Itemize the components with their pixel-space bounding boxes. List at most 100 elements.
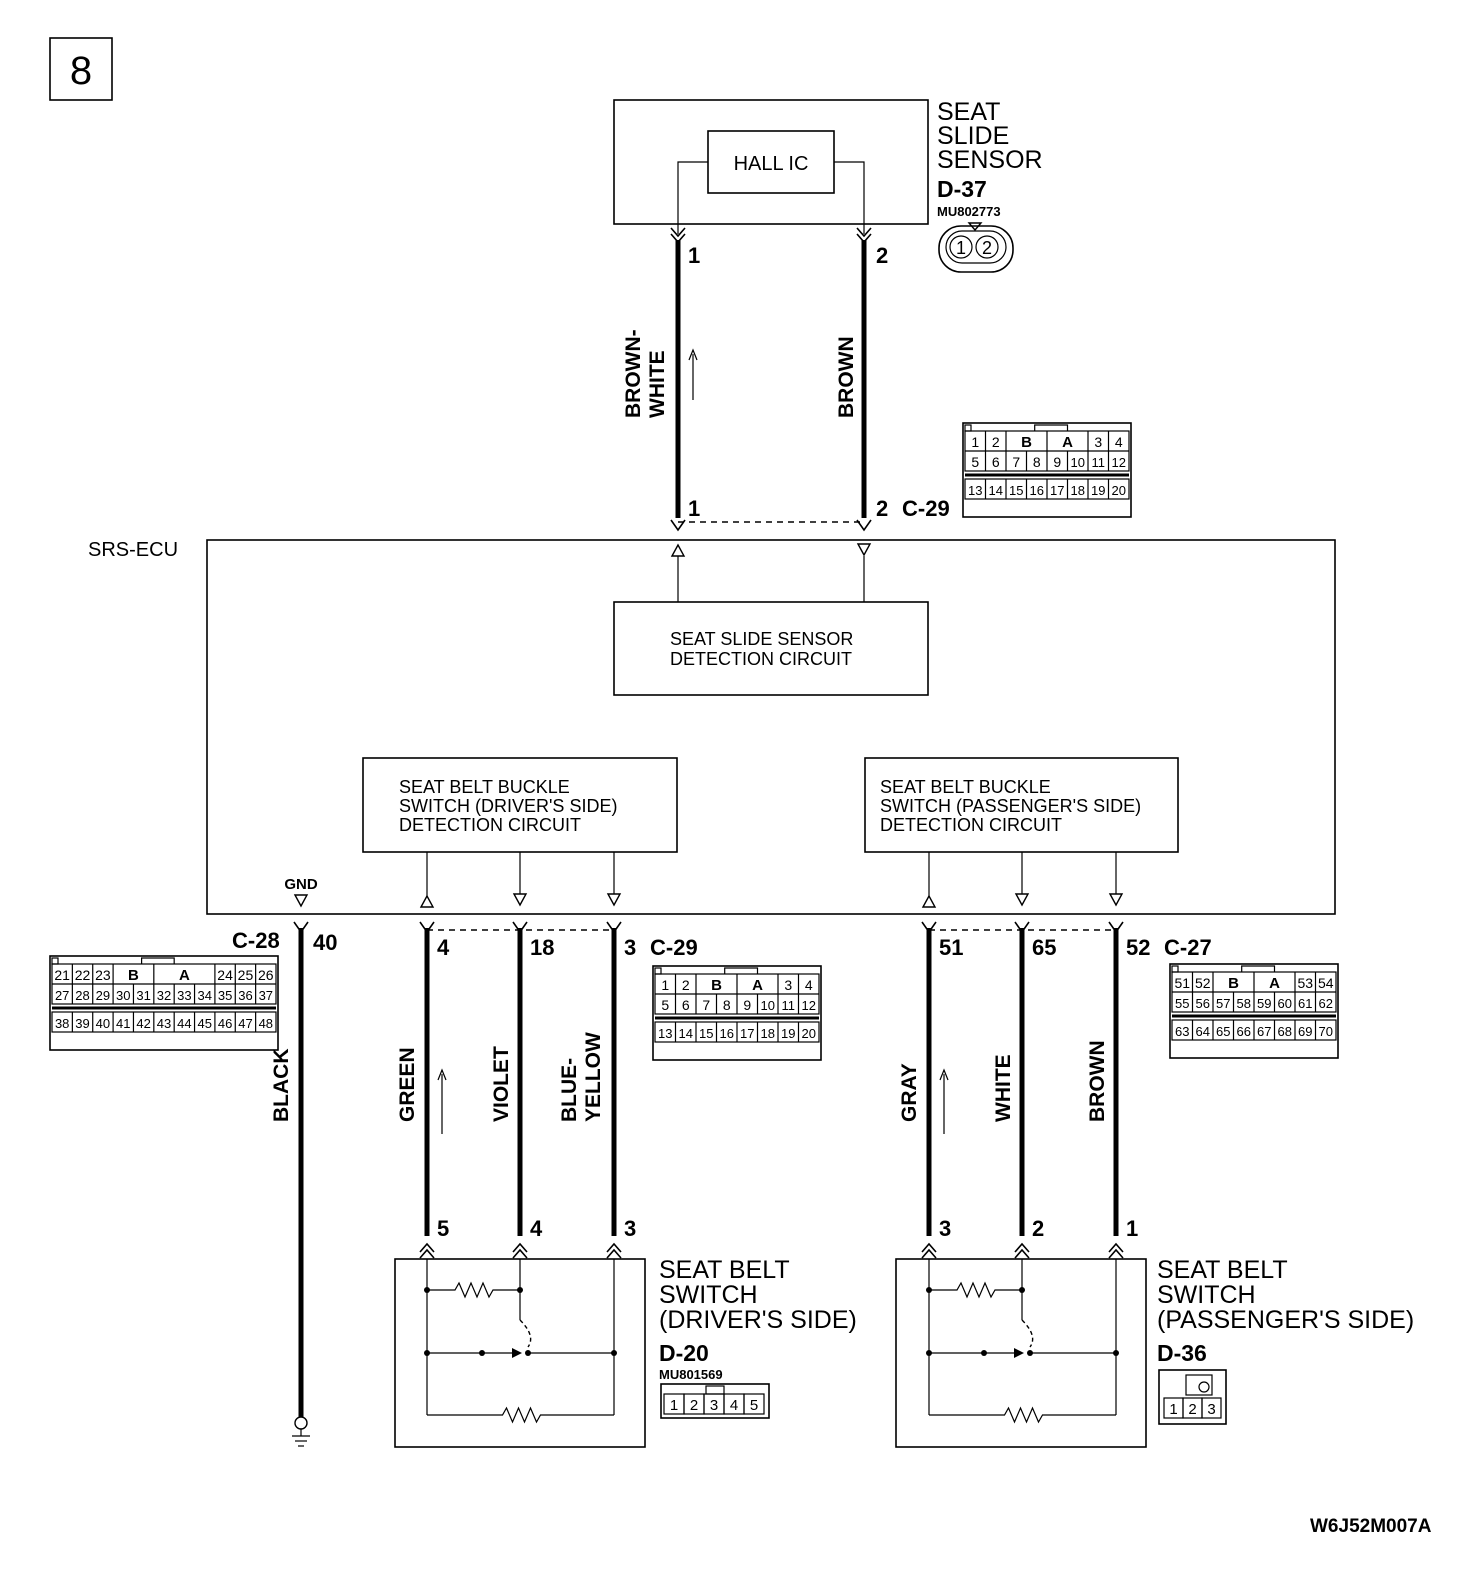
gnd-label: GND: [284, 876, 318, 893]
d37-connector-face: 1 2: [938, 222, 1014, 273]
svg-text:61: 61: [1298, 996, 1312, 1011]
svg-text:39: 39: [75, 1016, 89, 1031]
seat-slide-circuit-line-2: DETECTION CIRCUIT: [670, 649, 852, 669]
svg-text:GRAY: GRAY: [898, 1063, 921, 1122]
seat-slide-sensor-title-1: SEAT: [937, 98, 1000, 126]
svg-text:65: 65: [1032, 935, 1056, 960]
svg-text:3: 3: [710, 1397, 718, 1414]
svg-text:40: 40: [96, 1016, 110, 1031]
svg-text:15: 15: [699, 1026, 713, 1041]
svg-text:51: 51: [1174, 975, 1190, 991]
svg-text:57: 57: [1216, 996, 1230, 1011]
svg-text:2: 2: [982, 238, 992, 258]
passenger-connector-label: C-27: [1164, 935, 1212, 960]
svg-text:22: 22: [75, 967, 91, 983]
svg-text:41: 41: [116, 1016, 130, 1031]
passenger-switch-internals: [926, 1259, 1119, 1424]
svg-text:SWITCH: SWITCH: [1157, 1281, 1256, 1309]
d20-connector-label: D-20: [659, 1340, 709, 1366]
svg-text:46: 46: [218, 1016, 232, 1031]
svg-text:56: 56: [1196, 996, 1210, 1011]
svg-text:A: A: [1269, 975, 1280, 992]
seat-slide-circuit-line-1: SEAT SLIDE SENSOR: [670, 629, 853, 649]
svg-text:1: 1: [1126, 1216, 1138, 1241]
svg-text:69: 69: [1298, 1024, 1312, 1039]
driver-circuit-line-1: SEAT BELT BUCKLE: [399, 777, 570, 797]
svg-text:GREEN: GREEN: [396, 1047, 419, 1122]
svg-text:B: B: [1228, 975, 1239, 992]
svg-text:2: 2: [1032, 1216, 1044, 1241]
svg-text:13: 13: [658, 1026, 672, 1041]
svg-text:23: 23: [95, 967, 111, 983]
svg-text:BROWN: BROWN: [835, 336, 858, 418]
svg-text:51: 51: [939, 935, 963, 960]
driver-circuit-line-2: SWITCH (DRIVER'S SIDE): [399, 796, 617, 816]
passenger-circuit-line-2: SWITCH (PASSENGER'S SIDE): [880, 796, 1141, 816]
svg-text:WHITE: WHITE: [646, 350, 669, 418]
svg-text:4: 4: [730, 1397, 738, 1414]
svg-text:B: B: [711, 977, 722, 994]
svg-text:42: 42: [136, 1016, 150, 1031]
svg-text:10: 10: [761, 998, 775, 1013]
svg-text:64: 64: [1196, 1024, 1210, 1039]
svg-text:15: 15: [1009, 483, 1023, 498]
svg-text:44: 44: [177, 1016, 191, 1031]
svg-text:34: 34: [197, 988, 211, 1003]
svg-text:21: 21: [54, 967, 70, 983]
svg-text:4: 4: [530, 1216, 543, 1241]
svg-text:60: 60: [1278, 996, 1292, 1011]
svg-text:5: 5: [750, 1397, 758, 1414]
svg-text:6: 6: [682, 997, 690, 1013]
svg-text:5: 5: [661, 997, 669, 1013]
svg-text:SWITCH: SWITCH: [659, 1281, 758, 1309]
svg-text:1: 1: [956, 238, 966, 258]
svg-text:27: 27: [55, 988, 69, 1003]
srs-ecu: SRS-ECU SEAT SLIDE SENSOR DETECTION CIRC…: [88, 539, 1336, 915]
svg-text:BROWN: BROWN: [1086, 1040, 1109, 1122]
svg-text:3: 3: [939, 1216, 951, 1241]
d36-connector-label: D-36: [1157, 1340, 1207, 1366]
d20-part-number: MU801569: [659, 1367, 723, 1382]
svg-text:5: 5: [971, 454, 979, 470]
svg-text:9: 9: [1053, 454, 1061, 470]
svg-text:4: 4: [805, 977, 813, 993]
svg-text:14: 14: [989, 483, 1003, 498]
svg-text:52: 52: [1195, 975, 1211, 991]
svg-text:3: 3: [624, 1216, 636, 1241]
svg-text:25: 25: [238, 967, 254, 983]
svg-text:70: 70: [1319, 1024, 1333, 1039]
driver-switch-internals: [424, 1259, 617, 1424]
svg-text:4: 4: [437, 935, 450, 960]
svg-text:VIOLET: VIOLET: [490, 1046, 513, 1122]
svg-text:13: 13: [968, 483, 982, 498]
svg-text:48: 48: [259, 1016, 273, 1031]
svg-text:12: 12: [1112, 455, 1126, 470]
driver-wire-green: 4 5 GREEN: [396, 921, 450, 1259]
svg-text:A: A: [179, 967, 190, 984]
d37-part-number: MU802773: [937, 204, 1001, 219]
svg-text:67: 67: [1257, 1024, 1271, 1039]
svg-text:5: 5: [437, 1216, 449, 1241]
svg-text:3: 3: [624, 935, 636, 960]
passenger-circuit-line-3: DETECTION CIRCUIT: [880, 815, 1062, 835]
svg-text:BLACK: BLACK: [270, 1049, 293, 1123]
svg-text:17: 17: [740, 1026, 754, 1041]
svg-text:YELLOW: YELLOW: [582, 1032, 605, 1122]
svg-text:66: 66: [1237, 1024, 1251, 1039]
svg-text:BROWN-: BROWN-: [622, 329, 645, 418]
passenger-wire-brown: 52 1 BROWN: [1086, 921, 1150, 1259]
svg-text:45: 45: [197, 1016, 211, 1031]
hall-ic-label: HALL IC: [734, 153, 809, 175]
svg-text:(DRIVER'S SIDE): (DRIVER'S SIDE): [659, 1306, 857, 1334]
svg-text:14: 14: [679, 1026, 693, 1041]
driver-wire-violet: 18 4 VIOLET: [490, 921, 554, 1259]
svg-text:18: 18: [761, 1026, 775, 1041]
svg-text:38: 38: [55, 1016, 69, 1031]
svg-text:A: A: [752, 977, 763, 994]
svg-text:18: 18: [530, 935, 554, 960]
svg-text:4: 4: [1115, 434, 1123, 450]
